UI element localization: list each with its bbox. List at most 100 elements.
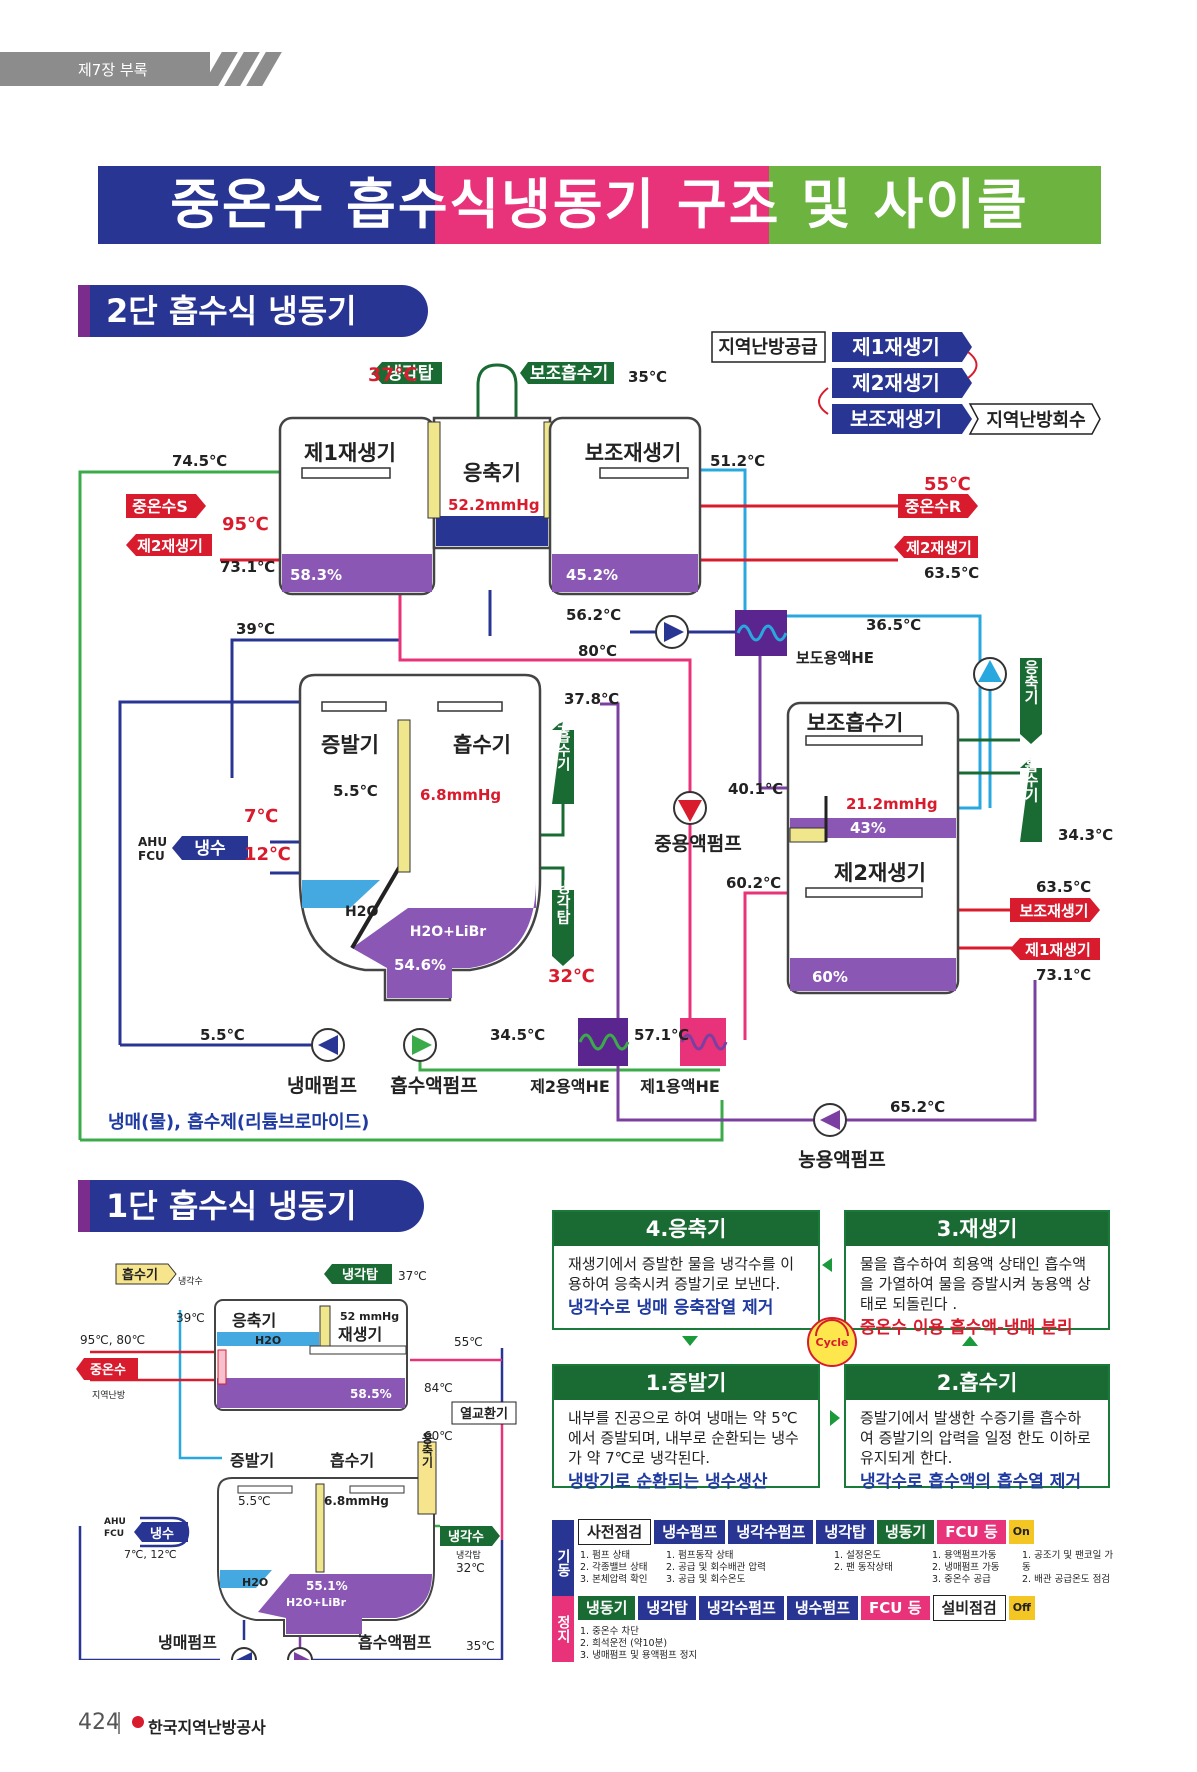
- one-hx: 열교환기: [460, 1406, 508, 1422]
- one-regenerator: 재생기: [338, 1325, 382, 1344]
- val-t37: 37℃: [368, 364, 417, 386]
- pump-mid: [673, 791, 707, 825]
- stop-step-chiller: 냉동기: [578, 1596, 636, 1620]
- one-t9580: 95℃, 80℃: [80, 1333, 145, 1347]
- stop-label: 정지: [552, 1596, 574, 1662]
- pump-conc: [813, 1103, 847, 1137]
- vessel-evap-absorber: [298, 673, 542, 1002]
- chapter-bar: [0, 52, 210, 86]
- one-t35: 35℃: [466, 1639, 495, 1653]
- label-fcu: FCU: [138, 849, 165, 863]
- vessel-aux-gen: [548, 416, 702, 596]
- one-tag-cooling-tower: 냉각탑: [342, 1268, 378, 1283]
- label-h2o-libr: H2O+LiBr: [410, 924, 486, 940]
- val-t562: 56.2℃: [566, 606, 621, 624]
- start-step-cooling-pump: 냉각수펌프: [728, 1520, 814, 1544]
- val-p212: 21.2mmHg: [846, 795, 938, 813]
- one-t84: 84℃: [424, 1381, 453, 1395]
- tag-absorber-v: 흡수기: [1022, 757, 1040, 804]
- stop-step-inspection: 설비점검: [932, 1595, 1006, 1621]
- cycle-arrows-lower: [830, 1410, 840, 1426]
- one-t37: 37℃: [398, 1269, 427, 1283]
- one-tag-chilled: 냉수: [150, 1527, 174, 1542]
- cycle-box-body: 내부를 진공으로 하여 냉매는 약 5℃에서 증발되며, 내부로 순환되는 냉수…: [568, 1409, 799, 1467]
- cycle-box-highlight: 중온수 이용 흡수액-냉매 분리: [860, 1318, 1073, 1338]
- cycle-box-body: 증발기에서 발생한 수증기를 흡수하여 증발기의 압력을 일정 한도 이하로 유…: [860, 1409, 1091, 1467]
- cycle-box-title: 2.흡수기: [846, 1366, 1108, 1400]
- val-t32: 32℃: [548, 966, 595, 987]
- one-t39: 39℃: [176, 1311, 205, 1325]
- tag-cooling-tower: 냉각탑: [387, 363, 434, 384]
- val-t55e: 5.5℃: [333, 782, 378, 800]
- cycle-box-regenerator: 3.재생기 물을 흡수하여 희용액 상태인 흡수액을 가열하여 물을 증발시켜 …: [844, 1210, 1110, 1338]
- val-t635: 63.5℃: [924, 564, 979, 582]
- pump-aux: [655, 615, 689, 649]
- one-h2o-libr: H2O+LiBr: [286, 1596, 347, 1609]
- val-t652: 65.2℃: [890, 1098, 945, 1116]
- val-p522: 52.2mmHg: [448, 496, 540, 514]
- org-name: 한국지역난방공사: [148, 1718, 266, 1737]
- he2: [578, 1018, 630, 1066]
- legend-gen2: 제2재생기: [852, 371, 940, 395]
- val-t55p: 5.5℃: [200, 1026, 245, 1044]
- one-abs-pump-icon: [294, 1652, 310, 1660]
- label-abs-pump: 흡수액펌프: [390, 1074, 477, 1097]
- label-aux-absorber: 보조흡수기: [807, 711, 904, 735]
- one-evaporator: 증발기: [230, 1451, 274, 1470]
- stop-sequence: 냉동기 냉각탑 냉각수펌프 냉수펌프 FCU 등 설비점검 Off: [578, 1595, 1118, 1621]
- label-gen1: 제1재생기: [304, 441, 396, 465]
- one-tag-coolw: 냉각수: [448, 1530, 484, 1545]
- section-title-two-stage: 2단 흡수식 냉동기: [78, 285, 428, 337]
- vessel-condenser: [427, 416, 557, 550]
- val-t571: 57.1℃: [634, 1026, 689, 1044]
- title-bar: [98, 166, 1101, 244]
- label-absorber: 흡수기: [453, 733, 511, 757]
- val-t731: 73.1℃: [220, 558, 275, 576]
- val-t731b: 73.1℃: [1036, 966, 1091, 984]
- tag-aux-gen-in: 보조재생기: [1019, 902, 1088, 920]
- section-title-one-stage: 1단 흡수식 냉동기: [78, 1180, 424, 1232]
- label-gen2: 제2재생기: [834, 861, 926, 885]
- label-conc-pump: 농용액펌프: [798, 1149, 885, 1171]
- label-aux-he: 보도용액HE: [796, 649, 874, 667]
- label-ahu: AHU: [138, 835, 167, 849]
- legend-gen1: 제1재생기: [852, 335, 940, 359]
- tag-gen2-right: 제2재생기: [906, 539, 972, 557]
- chapter-label: 제7장 부록: [78, 61, 148, 79]
- cycle-box-body: 재생기에서 증발한 물을 냉각수를 이용하여 응축시켜 증발기로 보낸다.: [568, 1255, 795, 1293]
- one-refrig-pump: 냉매펌프: [158, 1633, 217, 1652]
- val-t343: 34.3℃: [1058, 826, 1113, 844]
- val-t365: 36.5℃: [866, 616, 921, 634]
- start-sequence: 사전점검 냉수펌프 냉각수펌프 냉각탑 냉동기 FCU 등 On: [578, 1519, 1118, 1545]
- val-t12: 12℃: [244, 844, 291, 865]
- flow-legend: 지역난방공급 제1재생기 제2재생기 보조재생기 지역난방회수: [711, 331, 1101, 435]
- stop-step-cooling-pump: 냉각수펌프: [698, 1596, 784, 1620]
- cycle-box-title: 1.증발기: [554, 1366, 818, 1400]
- start-step-chiller: 냉동기: [876, 1520, 935, 1544]
- one-abs-pump: 흡수액펌프: [358, 1633, 432, 1652]
- one-fcu: FCU: [104, 1529, 124, 1539]
- one-h2o-top: H2O: [255, 1334, 281, 1347]
- footer-divider: [118, 1712, 120, 1734]
- legend-supply: 지역난방공급: [718, 337, 817, 358]
- off-badge: Off: [1008, 1596, 1035, 1620]
- cycle-box-title: 3.재생기: [846, 1212, 1108, 1246]
- org-logo-icon: [132, 1716, 144, 1728]
- val-t512: 51.2℃: [710, 452, 765, 470]
- one-ahu: AHU: [104, 1517, 126, 1527]
- tag-aux-abs-v: 보조흡수기: [555, 701, 571, 772]
- one-t32: 32℃: [456, 1561, 485, 1575]
- one-absorber: 흡수기: [330, 1451, 374, 1470]
- label-he1: 제1용액HE: [640, 1077, 720, 1096]
- val-c452: 45.2%: [566, 566, 618, 584]
- pump-aux-abs: [973, 657, 1007, 691]
- val-c583: 58.3%: [290, 566, 342, 584]
- one-t55: 55℃: [454, 1335, 483, 1349]
- label-he2: 제2용액HE: [530, 1077, 610, 1096]
